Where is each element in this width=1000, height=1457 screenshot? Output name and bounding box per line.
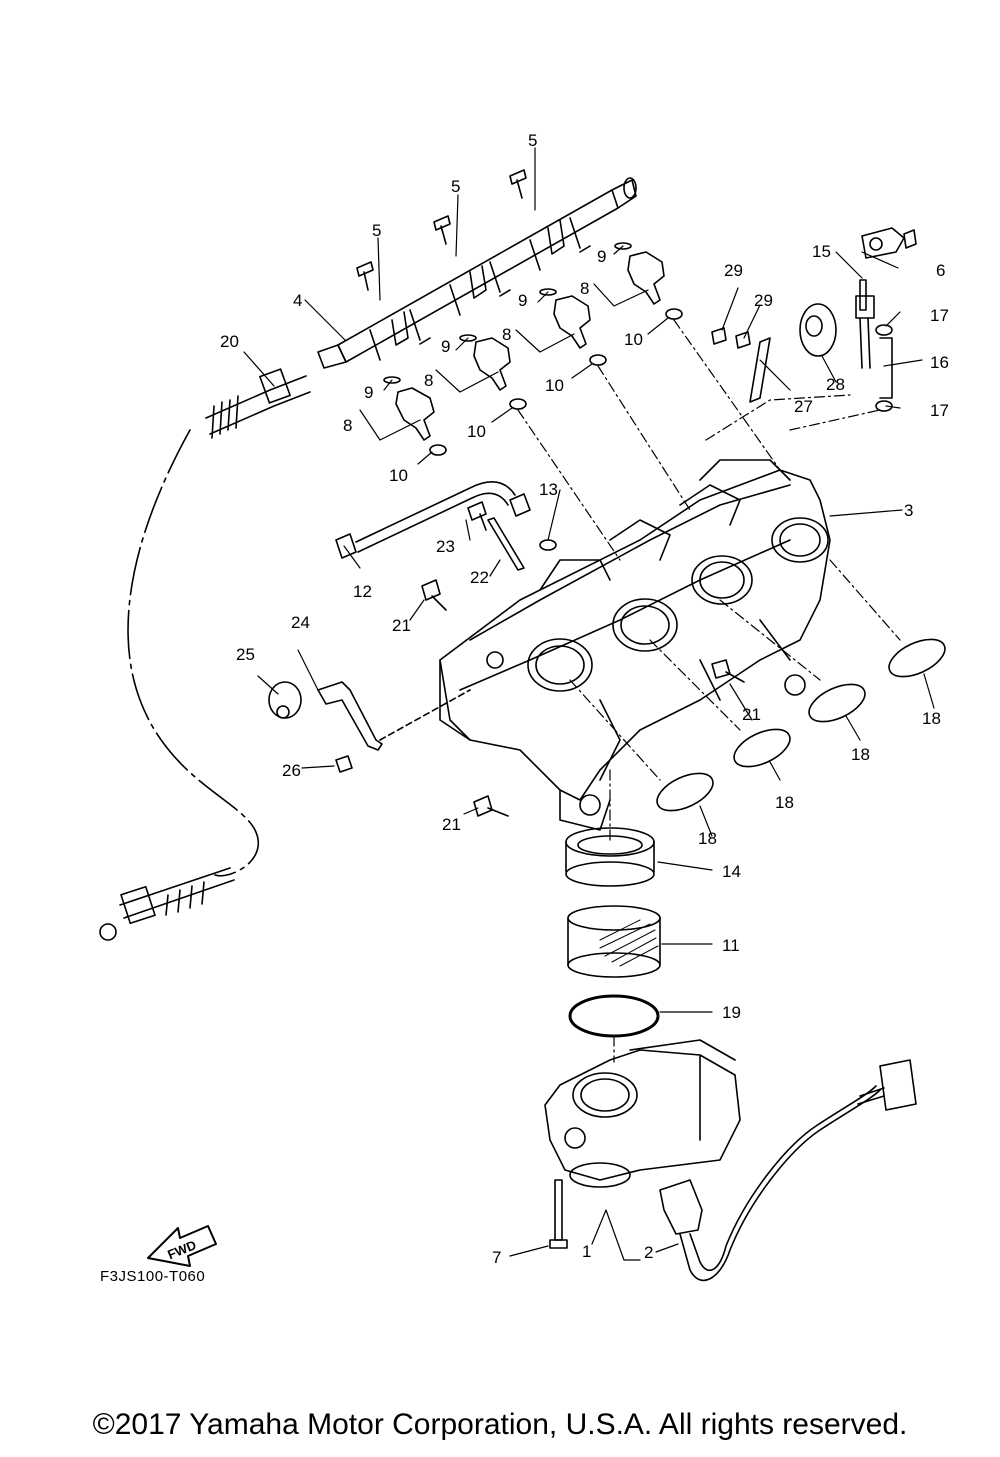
callout-5: 5 (451, 177, 460, 196)
o-rings-18 (656, 638, 946, 812)
callout-20: 20 (220, 332, 239, 351)
seal-14 (565, 827, 655, 887)
callout-24: 24 (291, 613, 310, 632)
fwd-label: FWD (165, 1237, 198, 1262)
parts-diagram: 5 5 5 4 20 15 6 29 29 17 16 17 28 27 3 9… (99, 131, 949, 1282)
callout-23: 23 (436, 537, 455, 556)
bracket (268, 681, 471, 773)
callout-8: 8 (502, 325, 511, 344)
callout-1: 1 (582, 1242, 591, 1261)
callout-3: 3 (904, 501, 913, 520)
rail-bolts (356, 169, 527, 291)
fwd-arrow (147, 1225, 217, 1267)
callout-26: 26 (282, 761, 301, 780)
callout-21: 21 (442, 815, 461, 834)
throttle-body (544, 1039, 917, 1282)
wire-harness (99, 368, 311, 941)
callout-9: 9 (518, 291, 527, 310)
callout-29: 29 (754, 291, 773, 310)
callout-10: 10 (389, 466, 408, 485)
callout-16: 16 (930, 353, 949, 372)
callout-14: 14 (722, 862, 741, 881)
callout-18: 18 (922, 709, 941, 728)
callout-9: 9 (364, 383, 373, 402)
callout-8: 8 (343, 416, 352, 435)
callout-19: 19 (722, 1003, 741, 1022)
callout-4: 4 (293, 291, 302, 310)
callout-8: 8 (580, 279, 589, 298)
callout-2: 2 (644, 1243, 653, 1262)
callout-18: 18 (698, 829, 717, 848)
callout-27: 27 (794, 397, 813, 416)
o-ring-19 (568, 994, 660, 1038)
fuel-rail (317, 177, 637, 369)
callout-29: 29 (724, 261, 743, 280)
callout-10: 10 (545, 376, 564, 395)
callout-28: 28 (826, 375, 845, 394)
copyright-notice: ©2017 Yamaha Motor Corporation, U.S.A. A… (92, 1408, 908, 1441)
bracket-plate (711, 303, 837, 403)
pressure-sensor (855, 227, 917, 412)
injectors (383, 242, 683, 456)
callout-7: 7 (492, 1248, 501, 1267)
diagram-code: F3JS100-T060 (100, 1268, 206, 1285)
callout-18: 18 (775, 793, 794, 812)
callout-18: 18 (851, 745, 870, 764)
callout-21: 21 (742, 705, 761, 724)
callout-13: 13 (539, 480, 558, 499)
callout-21: 21 (392, 616, 411, 635)
callout-25: 25 (236, 645, 255, 664)
callout-12: 12 (353, 582, 372, 601)
callout-10: 10 (624, 330, 643, 349)
callout-11: 11 (722, 936, 740, 955)
leader-lines (243, 147, 935, 1261)
callout-22: 22 (470, 568, 489, 587)
temperature-sensor (335, 481, 531, 559)
callout-15: 15 (812, 242, 831, 261)
callout-17: 17 (930, 306, 949, 325)
manifold-bolts (421, 579, 745, 817)
callout-5: 5 (528, 131, 537, 150)
callout-17: 17 (930, 401, 949, 420)
intake-manifold (439, 459, 831, 831)
callout-5: 5 (372, 221, 381, 240)
callout-9: 9 (441, 337, 450, 356)
callout-9: 9 (597, 247, 606, 266)
callout-6: 6 (936, 261, 945, 280)
callout-10: 10 (467, 422, 486, 441)
sensor-fittings (467, 501, 557, 571)
callout-8: 8 (424, 371, 433, 390)
filter-11 (567, 905, 661, 978)
